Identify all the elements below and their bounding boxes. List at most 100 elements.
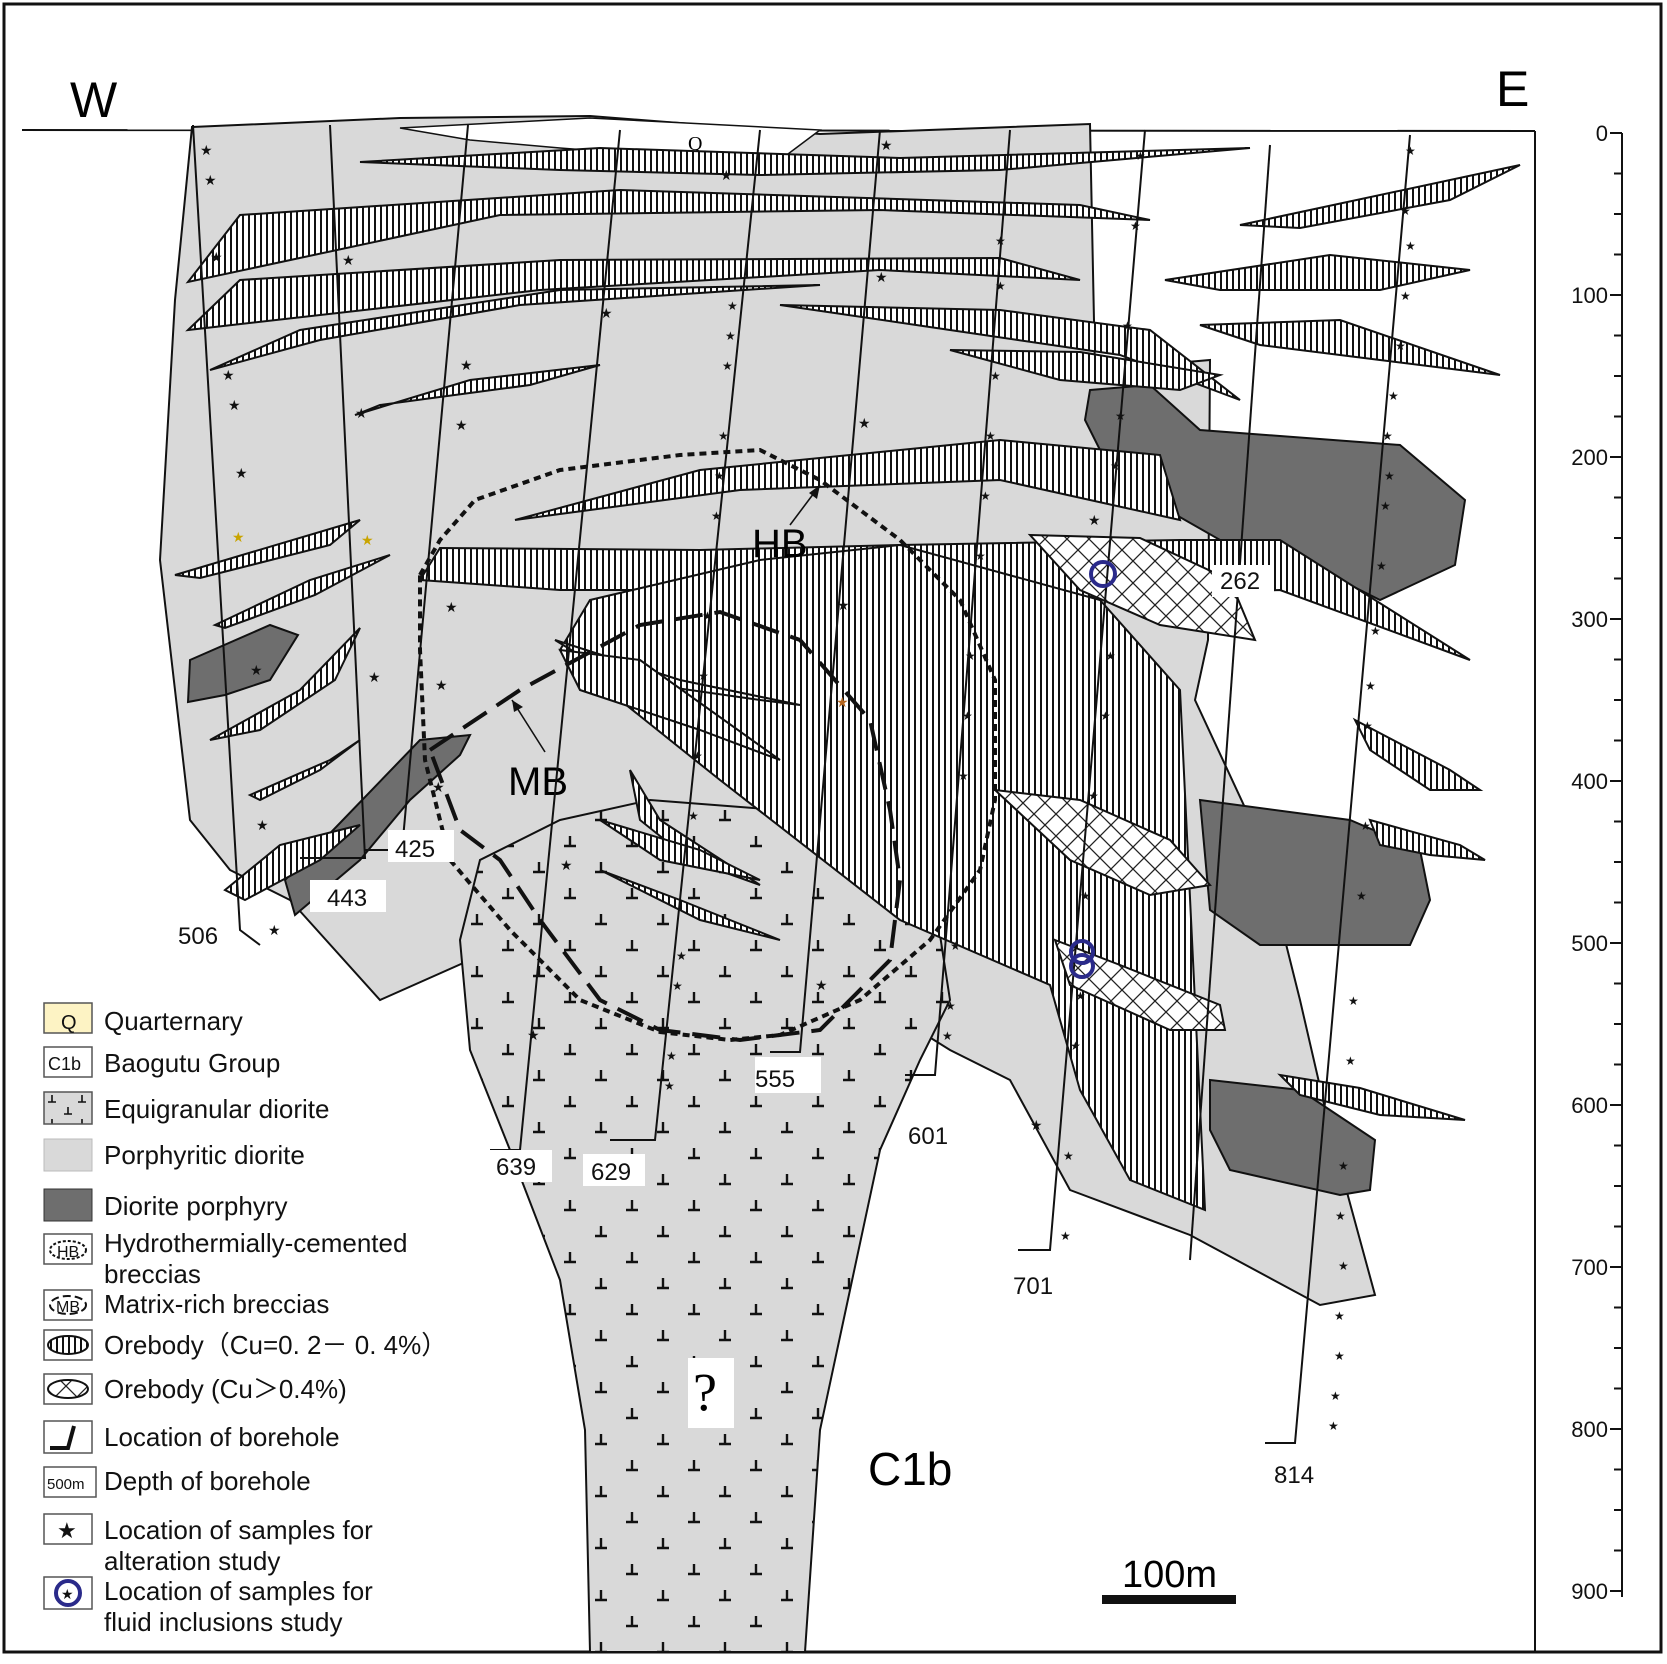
- legend-swatch-depth: [43, 1466, 97, 1498]
- svg-text:★: ★: [1395, 339, 1406, 353]
- fluid-inclusion-icon: [54, 1579, 82, 1607]
- svg-text:★: ★: [1100, 709, 1111, 723]
- svg-text:★: ★: [210, 249, 223, 265]
- svg-text:★: ★: [942, 1029, 953, 1043]
- west-label: W: [70, 72, 118, 128]
- svg-text:★: ★: [460, 357, 473, 373]
- svg-text:★: ★: [1405, 144, 1416, 158]
- borehole-label-262: 262: [1220, 568, 1260, 595]
- legend-label-fluid-inclusion-sample: Location of samples for: [104, 1576, 373, 1606]
- depth-tick-label: 700: [1571, 1255, 1608, 1280]
- legend-symbol-quaternary: Q: [61, 1012, 77, 1034]
- legend-label-alteration-sample: Location of samples for: [104, 1515, 373, 1545]
- svg-text:★: ★: [1105, 649, 1116, 663]
- svg-text:★: ★: [250, 662, 263, 678]
- svg-text:★: ★: [560, 857, 573, 873]
- svg-text:★: ★: [1110, 459, 1121, 473]
- svg-text:★: ★: [368, 669, 381, 685]
- svg-text:★: ★: [722, 359, 733, 373]
- legend-label-alteration-sample-line2: alteration study: [104, 1546, 280, 1576]
- svg-text:★: ★: [965, 649, 976, 663]
- quaternary-map-label: Q: [688, 133, 703, 155]
- svg-text:★: ★: [61, 1586, 74, 1602]
- borehole-label-639: 639: [496, 1154, 536, 1181]
- svg-text:★: ★: [1088, 789, 1099, 803]
- svg-text:★: ★: [990, 369, 1001, 383]
- svg-text:★: ★: [268, 922, 281, 938]
- fluid-inclusion-samples: [1069, 560, 1117, 979]
- svg-text:★: ★: [1335, 1209, 1346, 1223]
- svg-text:★: ★: [1388, 389, 1399, 403]
- svg-text:★: ★: [600, 305, 613, 321]
- svg-text:★: ★: [836, 694, 849, 710]
- legend-symbol-mb: MB: [56, 1299, 80, 1316]
- svg-text:★: ★: [232, 529, 245, 545]
- borehole-label-701: 701: [1013, 1273, 1053, 1300]
- legend-label-orebody-low: Orebody（Cu=0. 2－ 0. 4%）: [104, 1330, 447, 1360]
- svg-text:★: ★: [1135, 149, 1146, 163]
- svg-text:★: ★: [1345, 1054, 1356, 1068]
- legend-label-equigranular-diorite: Equigranular diorite: [104, 1094, 329, 1124]
- svg-text:★: ★: [875, 269, 888, 285]
- depth-tick-label: 400: [1571, 769, 1608, 794]
- svg-text:★: ★: [720, 167, 733, 183]
- svg-text:★: ★: [1356, 889, 1367, 903]
- highlight-stars: ★ ★ ★: [232, 529, 849, 710]
- mb-label: MB: [508, 760, 568, 804]
- hb-label: HB: [752, 522, 808, 566]
- svg-text:★: ★: [1405, 239, 1416, 253]
- star-icon: ★: [57, 1518, 77, 1543]
- legend-symbol-depth: 500m: [47, 1476, 85, 1493]
- svg-text:★: ★: [1075, 989, 1086, 1003]
- svg-text:★: ★: [1338, 1259, 1349, 1273]
- depth-tick-label: 200: [1571, 445, 1608, 470]
- orebodies-high-grade: [992, 533, 1257, 1031]
- borehole-label-814: 814: [1274, 1462, 1314, 1489]
- svg-text:★: ★: [1080, 889, 1091, 903]
- legend-swatch-alteration-sample: [43, 1513, 93, 1545]
- svg-text:★: ★: [204, 172, 217, 188]
- svg-text:★: ★: [361, 532, 374, 548]
- svg-text:★: ★: [711, 509, 722, 523]
- svg-text:★: ★: [1400, 204, 1411, 218]
- svg-text:★: ★: [698, 669, 709, 683]
- svg-text:★: ★: [1400, 289, 1411, 303]
- svg-text:★: ★: [222, 367, 235, 383]
- svg-text:★: ★: [815, 977, 828, 993]
- diorite-porphyry-bodies: [186, 383, 1467, 1197]
- svg-text:★: ★: [692, 749, 703, 763]
- legend-label-borehole: Location of borehole: [104, 1422, 340, 1452]
- svg-text:★: ★: [1348, 994, 1359, 1008]
- svg-text:★: ★: [1382, 429, 1393, 443]
- svg-text:★: ★: [1384, 469, 1395, 483]
- legend-label-porphyritic-diorite: Porphyritic diorite: [104, 1140, 305, 1170]
- depth-tick-label: 0: [1596, 121, 1608, 146]
- legend-label-orebody-high: Orebody (Cu＞0.4%): [104, 1374, 347, 1404]
- svg-text:★: ★: [945, 999, 956, 1013]
- svg-text:★: ★: [1376, 559, 1387, 573]
- svg-text:★: ★: [714, 469, 725, 483]
- svg-text:★: ★: [1362, 719, 1373, 733]
- unknown-label-box: [688, 1358, 734, 1428]
- depth-scale-ticks: [1610, 132, 1622, 1592]
- svg-text:★: ★: [688, 809, 699, 823]
- svg-text:★: ★: [1334, 1309, 1345, 1323]
- equigranular-diorite-stock: [458, 798, 952, 1653]
- svg-text:★: ★: [666, 1049, 677, 1063]
- svg-text:★: ★: [985, 429, 996, 443]
- svg-text:★: ★: [455, 417, 468, 433]
- svg-text:★: ★: [1380, 499, 1391, 513]
- legend-label-hydrothermal-breccia: Hydrothermially-cemented: [104, 1228, 407, 1258]
- svg-text:★: ★: [527, 1027, 540, 1043]
- svg-text:★: ★: [958, 769, 969, 783]
- svg-text:★: ★: [718, 429, 729, 443]
- borehole-labels: 506 443 425 639 629 555 601 701 262 814: [178, 565, 1314, 1489]
- svg-text:★: ★: [1060, 1229, 1071, 1243]
- legend-symbol-hb: HB: [57, 1244, 79, 1261]
- svg-text:★: ★: [1330, 1389, 1341, 1403]
- depth-tick-label: 300: [1571, 607, 1608, 632]
- svg-text:★: ★: [664, 1079, 675, 1093]
- borehole-label-443: 443: [327, 885, 367, 912]
- sample-stars-columns: ★ ★ ★ ★ ★ ★ ★ ★ ★ ★ ★ ★ ★ ★ ★ ★ ★ ★ ★ ★ ★ ★ ★ ★ ★ ★ ★ ★ ★ ★…: [664, 144, 1416, 1433]
